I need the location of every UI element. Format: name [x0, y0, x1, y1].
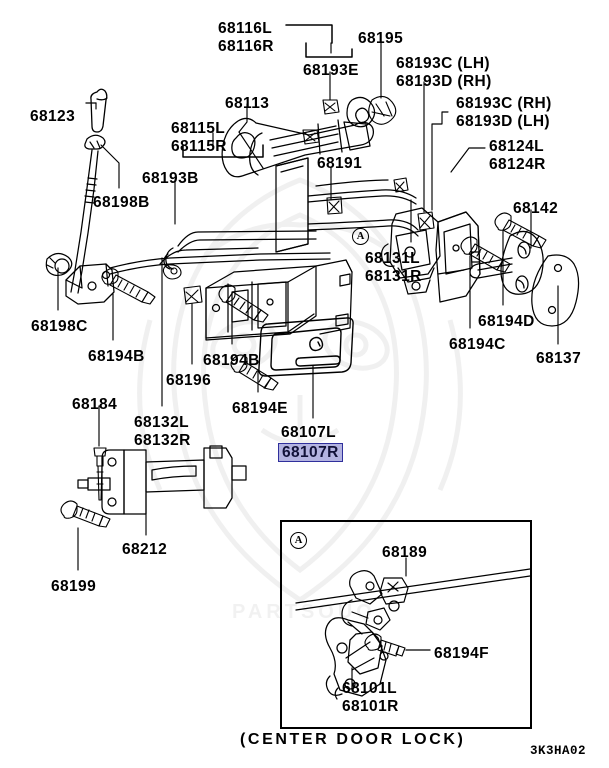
part-number-68101l[interactable]: 68101L [342, 680, 397, 697]
part-number-68132l[interactable]: 68132L [134, 414, 189, 431]
part-number-68116r[interactable]: 68116R [218, 38, 274, 55]
part-number-68113[interactable]: 68113 [225, 95, 270, 112]
part-number-68199[interactable]: 68199 [51, 578, 97, 595]
part-number-68137[interactable]: 68137 [536, 350, 582, 367]
detail-marker-a-main: A [352, 228, 369, 245]
part-number-68131r[interactable]: 68131R [365, 268, 422, 285]
part-number-68212[interactable]: 68212 [122, 541, 168, 558]
part-number-68195[interactable]: 68195 [358, 30, 404, 47]
part-number-68194f[interactable]: 68194F [434, 645, 489, 662]
part-number-68194d[interactable]: 68194D [478, 313, 535, 330]
center-door-lock-inset-box [280, 520, 532, 729]
part-number-68198c[interactable]: 68198C [31, 318, 88, 335]
part-number-68196[interactable]: 68196 [166, 372, 212, 389]
part-number-68194e[interactable]: 68194E [232, 400, 288, 417]
part-number-68115r[interactable]: 68115R [171, 138, 227, 155]
part-number-68194b[interactable]: 68194B [203, 352, 260, 369]
part-number-68116l[interactable]: 68116L [218, 20, 273, 37]
part-number-68198b[interactable]: 68198B [93, 194, 150, 211]
part-number-68193d-rh[interactable]: 68193D (RH) [396, 73, 492, 90]
part-number-68194c[interactable]: 68194C [449, 336, 506, 353]
part-number-68142[interactable]: 68142 [513, 200, 559, 217]
part-number-68193c-rh[interactable]: 68193C (RH) [456, 95, 552, 112]
part-number-68107l[interactable]: 68107L [281, 424, 336, 441]
part-number-68123[interactable]: 68123 [30, 108, 76, 125]
part-number-68101r[interactable]: 68101R [342, 698, 399, 715]
part-number-68193c-lh[interactable]: 68193C (LH) [396, 55, 490, 72]
part-number-68131l[interactable]: 68131L [365, 250, 420, 267]
detail-marker-a-inset: A [290, 532, 307, 549]
part-number-68184[interactable]: 68184 [72, 396, 118, 413]
diagram-caption: (CENTER DOOR LOCK) [240, 731, 466, 748]
figure-code: 3K3HA02 [530, 744, 587, 758]
part-number-68191[interactable]: 68191 [317, 155, 363, 172]
part-number-68132r[interactable]: 68132R [134, 432, 191, 449]
part-number-68193b[interactable]: 68193B [142, 170, 199, 187]
part-number-68193e[interactable]: 68193E [303, 62, 359, 79]
part-number-68107r[interactable]: 68107R [278, 443, 343, 462]
part-number-68194b[interactable]: 68194B [88, 348, 145, 365]
part-number-68189[interactable]: 68189 [382, 544, 428, 561]
part-number-68193d-lh[interactable]: 68193D (LH) [456, 113, 550, 130]
part-number-68124l[interactable]: 68124L [489, 138, 544, 155]
part-number-68124r[interactable]: 68124R [489, 156, 546, 173]
part-number-68115l[interactable]: 68115L [171, 120, 226, 137]
